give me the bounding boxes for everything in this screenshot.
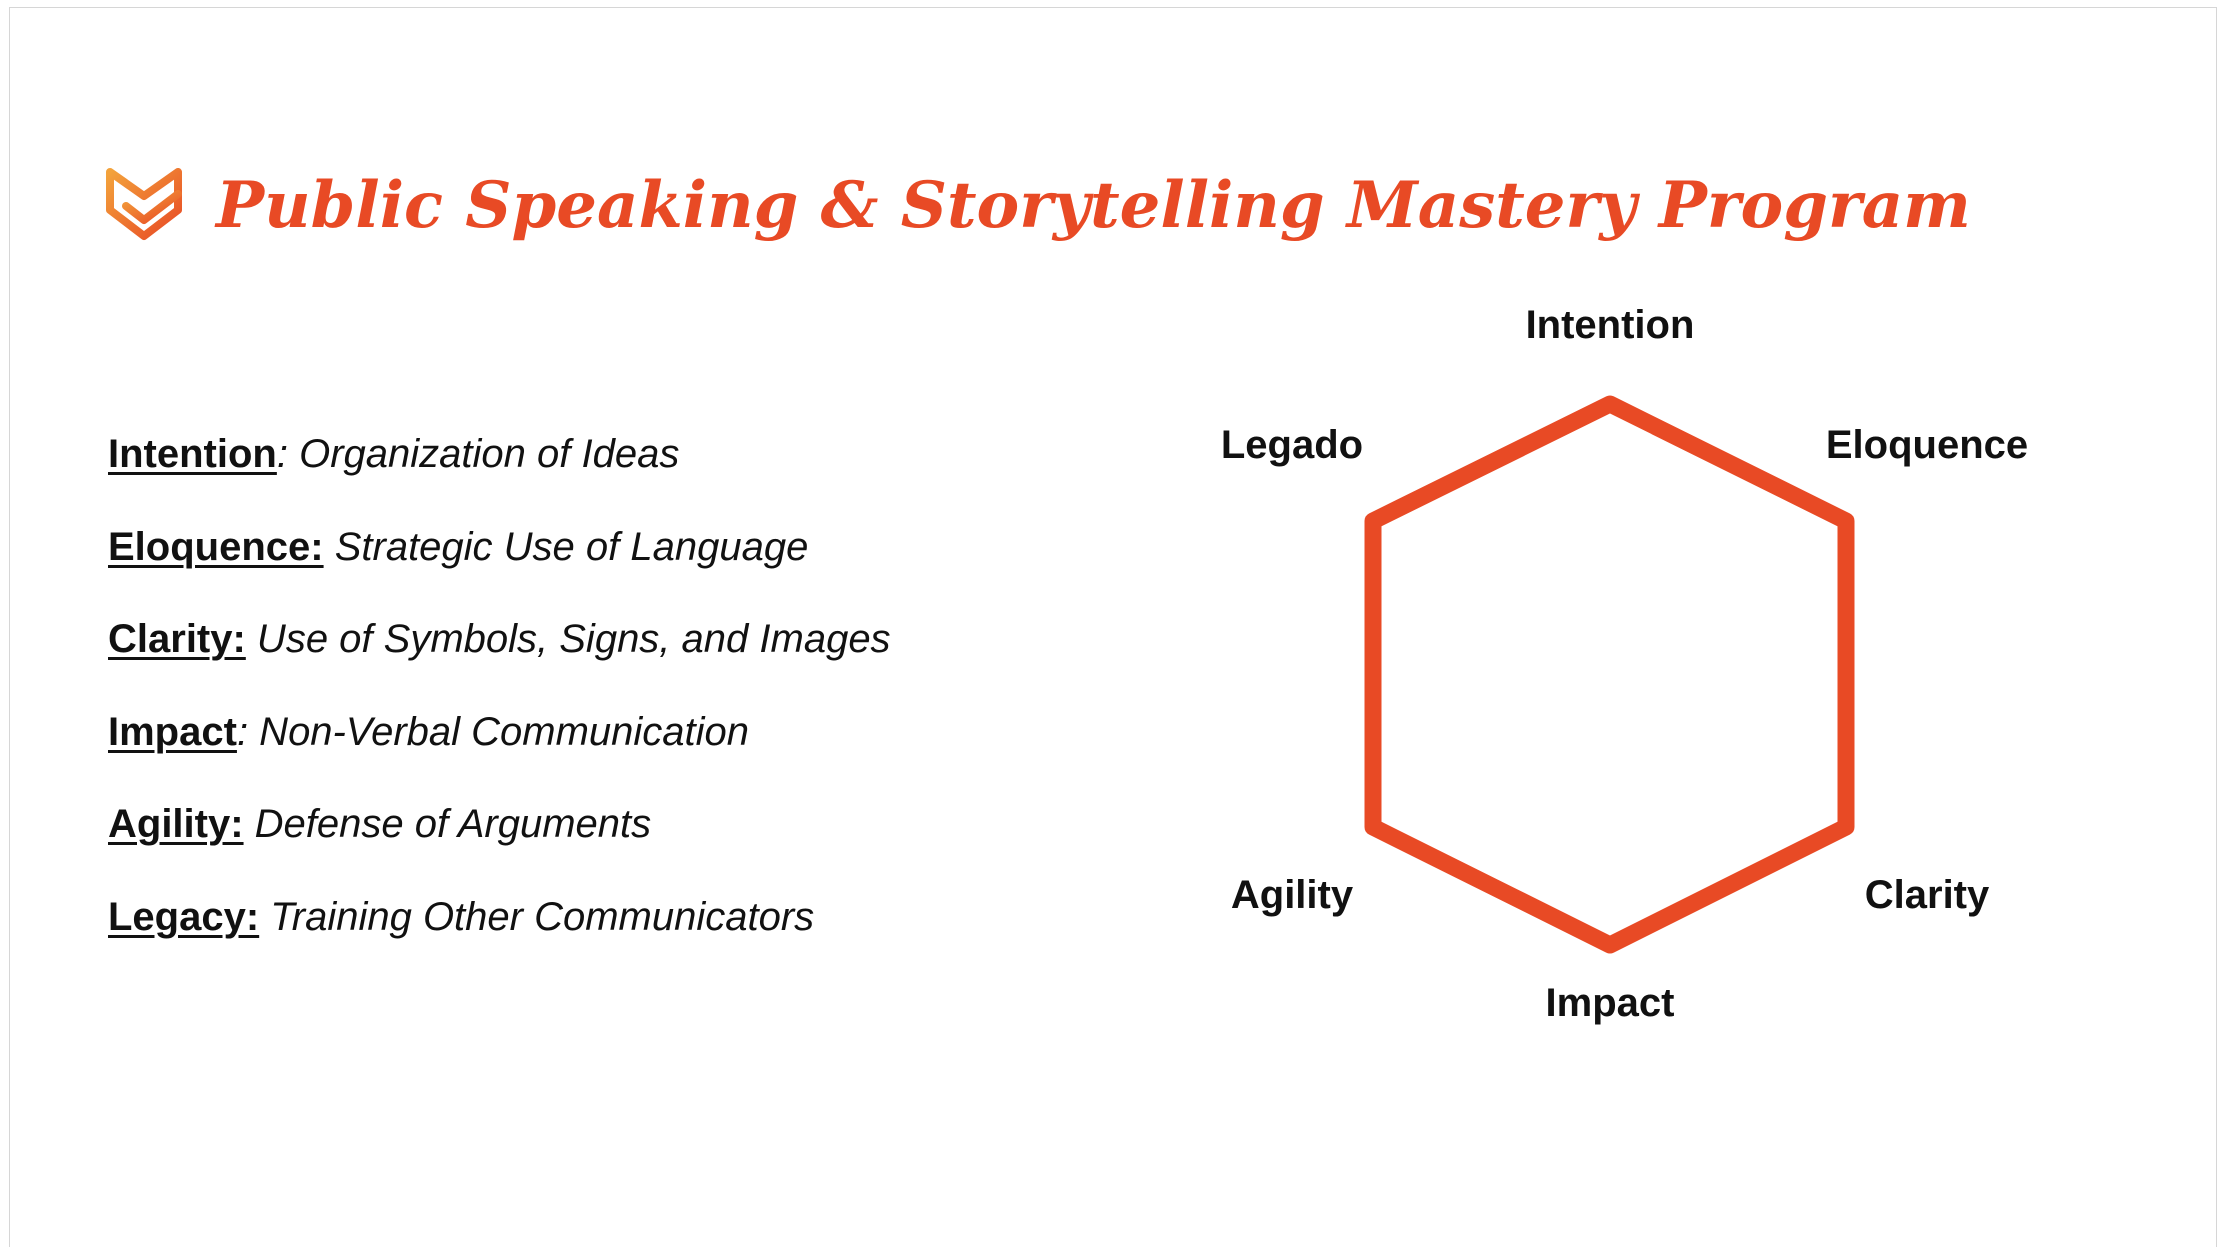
definition-separator: : [276,432,288,476]
hexagon-shape [1364,395,1855,954]
definition-legacy: Legacy: Training Other Communicators [108,881,1108,974]
vertex-label-top: Intention [1526,303,1695,347]
definition-term: Clarity: [108,617,246,661]
definition-agility: Agility: Defense of Arguments [108,788,1108,881]
vertex-label-bottom-left: Agility [1231,873,1354,917]
definition-description: Strategic Use of Language [323,524,809,569]
definition-term: Intention [108,432,277,476]
page-title: Public Speaking & Storytelling Mastery P… [216,168,1971,243]
logo-icon [106,168,182,240]
vertex-label-bottom-right: Clarity [1865,873,1990,917]
definition-description: Defense of Arguments [243,802,652,846]
definition-description: Use of Symbols, Signs, and Images [245,617,891,661]
definition-impact: Impact: Non-Verbal Communication [108,696,1108,789]
vertex-label-bottom: Impact [1546,981,1675,1025]
slide: Public Speaking & Storytelling Mastery P… [9,7,2217,1247]
definition-term: Eloquence: [108,524,324,569]
vertex-label-top-left: Legado [1221,423,1363,467]
hexagon-diagram: Intention Eloquence Clarity Impact Agili… [1221,303,2028,1025]
definition-description: Training Other Communicators [259,894,815,939]
definition-clarity: Clarity: Use of Symbols, Signs, and Imag… [108,603,1108,696]
vertex-label-top-right: Eloquence [1826,423,2028,467]
definition-description: Non-Verbal Communication [248,709,750,754]
definition-description: Organization of Ideas [287,432,680,476]
definition-term: Agility: [108,802,244,846]
definition-term: Legacy: [108,894,260,939]
definition-separator: : [236,709,249,754]
definition-intention: Intention: Organization of Ideas [108,418,1108,511]
definitions-list: Intention: Organization of Ideas Eloquen… [108,418,1108,973]
definition-eloquence: Eloquence: Strategic Use of Language [108,511,1108,604]
definition-term: Impact [108,709,237,754]
